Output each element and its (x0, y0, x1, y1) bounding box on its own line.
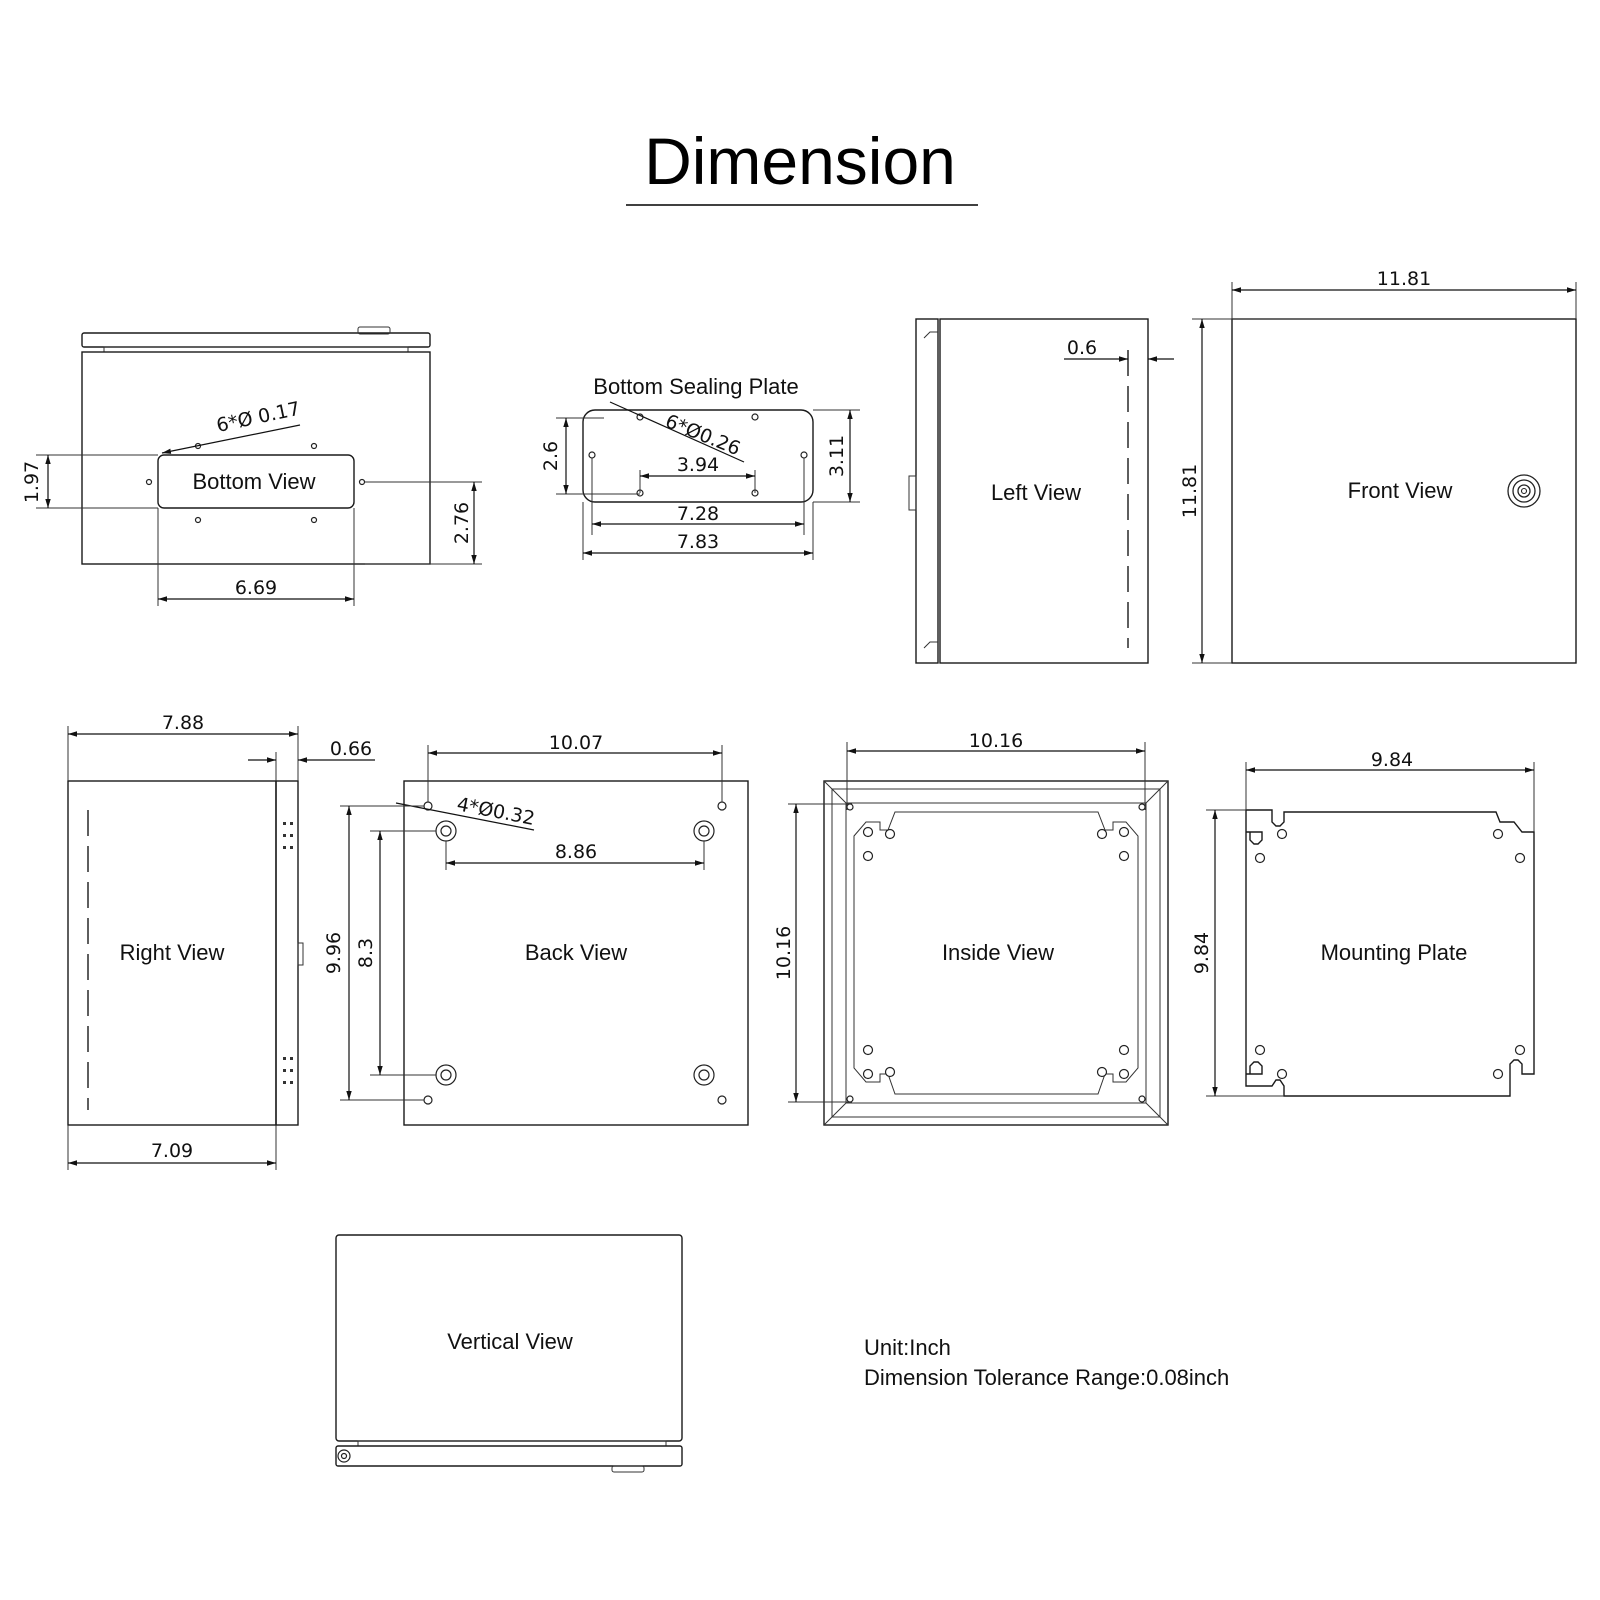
vertical-view-label: Vertical View (447, 1329, 573, 1354)
svg-text:1.97: 1.97 (21, 461, 43, 503)
bottom-view-label: Bottom View (192, 469, 315, 494)
dim-right-0-66: 0.66 (248, 738, 375, 781)
left-view-label: Left View (991, 480, 1081, 505)
back-holes-callout: 4*Ø0.32 (395, 793, 537, 831)
svg-text:10.16: 10.16 (773, 926, 795, 980)
svg-text:10.16: 10.16 (969, 730, 1023, 752)
back-view: Back View 4*Ø0.32 10.07 8.86 9.96 (323, 732, 749, 1126)
svg-text:6*Ø 0.17: 6*Ø 0.17 (214, 398, 302, 437)
tolerance-note: Dimension Tolerance Range:0.08inch (864, 1365, 1229, 1390)
inside-view-label: Inside View (942, 940, 1054, 965)
svg-text:11.81: 11.81 (1377, 268, 1431, 290)
svg-text:0.6: 0.6 (1067, 337, 1097, 359)
mounting-plate-view: Mounting Plate 9.84 9.84 (1191, 749, 1535, 1097)
unit-note: Unit:Inch (864, 1335, 951, 1360)
svg-text:7.09: 7.09 (151, 1140, 193, 1162)
dim-mount-width: 9.84 (1245, 749, 1535, 832)
dim-front-height: 11.81 (1179, 318, 1360, 664)
svg-text:4*Ø0.32: 4*Ø0.32 (455, 793, 537, 830)
svg-text:9.84: 9.84 (1191, 932, 1213, 974)
dim-inside-height: 10.16 (773, 803, 852, 1103)
dim-bottom-1-97: 1.97 (21, 454, 158, 509)
svg-text:7.88: 7.88 (162, 712, 204, 734)
svg-text:11.81: 11.81 (1179, 464, 1201, 518)
lock-icon (1507, 474, 1541, 508)
sealing-plate-label: Bottom Sealing Plate (593, 374, 798, 399)
svg-text:6*Ø0.26: 6*Ø0.26 (662, 410, 743, 460)
dim-plate-3-11: 3.11 (813, 409, 860, 503)
dim-right-7-09: 7.09 (67, 1125, 277, 1170)
svg-text:10.07: 10.07 (549, 732, 603, 754)
dim-plate-7-28: 7.28 (591, 458, 805, 535)
plate-holes-callout: 6*Ø0.26 (609, 401, 745, 463)
dim-inside-width: 10.16 (846, 730, 1146, 810)
dim-plate-2-6: 2.6 (540, 417, 640, 495)
dim-right-7-88: 7.88 (67, 712, 299, 781)
svg-text:7.83: 7.83 (677, 531, 719, 553)
svg-text:0.66: 0.66 (330, 738, 372, 760)
bottom-holes-callout: 6*Ø 0.17 (161, 398, 302, 454)
dim-back-10-07: 10.07 (427, 732, 723, 802)
svg-text:9.84: 9.84 (1371, 749, 1413, 771)
svg-text:Dimension: Dimension (644, 124, 956, 198)
dim-plate-7-83: 7.83 (582, 502, 814, 560)
back-view-label: Back View (525, 940, 627, 965)
right-view: Right View 7.88 0.66 7.09 (67, 712, 375, 1170)
sealing-plate-view: Bottom Sealing Plate 6*Ø0.26 2.6 3.94 (540, 374, 860, 560)
front-view: Front View 11.81 11.81 (1179, 268, 1577, 664)
svg-text:9.96: 9.96 (323, 932, 345, 974)
dim-mount-height: 9.84 (1191, 809, 1284, 1097)
bottom-view: Bottom View 6*Ø 0.17 1.97 2.76 6.69 (21, 326, 482, 606)
dim-bottom-2-76: 2.76 (365, 481, 482, 565)
dim-left-0-6: 0.6 (1064, 337, 1174, 362)
svg-text:7.28: 7.28 (677, 503, 719, 525)
svg-text:2.76: 2.76 (451, 502, 473, 544)
notes: Unit:Inch Dimension Tolerance Range:0.08… (864, 1335, 1229, 1390)
svg-text:8.3: 8.3 (355, 938, 377, 968)
svg-text:2.6: 2.6 (540, 441, 562, 471)
dim-back-8-86: 8.86 (445, 841, 705, 870)
mounting-plate-label: Mounting Plate (1321, 940, 1468, 965)
svg-text:3.94: 3.94 (677, 454, 719, 476)
right-view-label: Right View (120, 940, 225, 965)
dim-front-width: 11.81 (1231, 268, 1577, 319)
left-view: Left View 0.6 (908, 318, 1174, 664)
dim-plate-3-94: 3.94 (639, 454, 756, 493)
vertical-view: Vertical View (335, 1234, 683, 1473)
svg-text:3.11: 3.11 (826, 435, 848, 477)
dim-back-9-96: 9.96 (323, 805, 424, 1101)
svg-text:8.86: 8.86 (555, 841, 597, 863)
front-view-label: Front View (1348, 478, 1453, 503)
inside-view: Inside View 10.16 10.16 (773, 730, 1169, 1126)
dim-bottom-6-69: 6.69 (157, 508, 355, 606)
dim-back-8-3: 8.3 (355, 830, 436, 1076)
page-title: Dimension (626, 124, 978, 206)
svg-text:6.69: 6.69 (235, 577, 277, 599)
